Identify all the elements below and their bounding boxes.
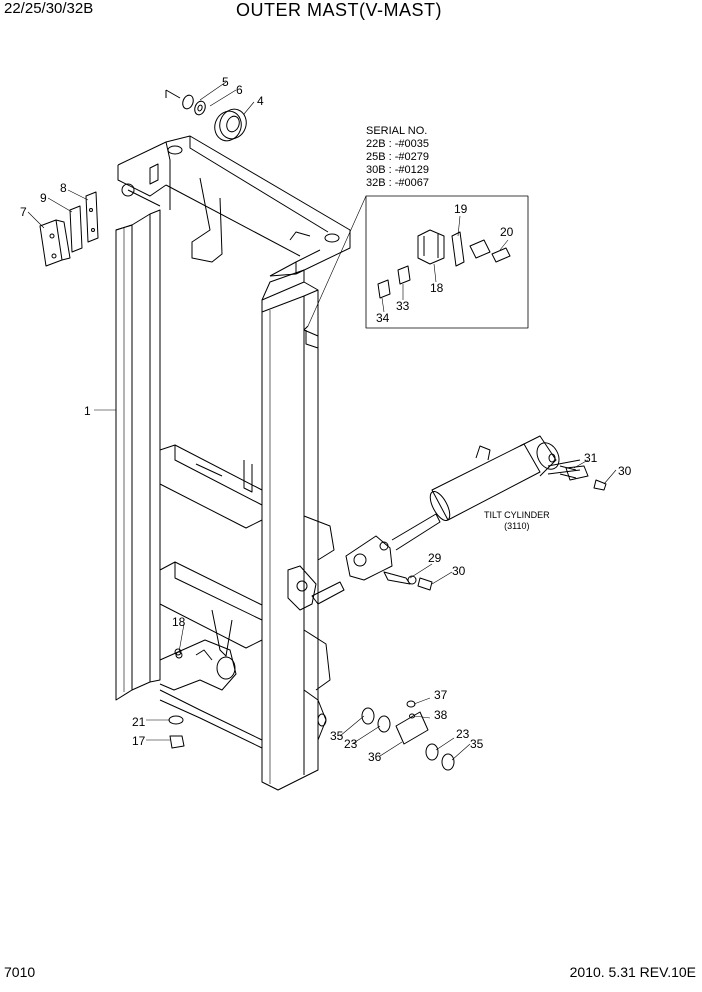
side-pad-assembly [39,191,99,267]
callout-1: 1 [84,404,91,418]
serial-line: 32B : -#0067 [366,177,429,189]
serial-number-note: SERIAL NO. 22B : -#0035 25B : -#0279 30B… [366,125,429,190]
callout-29: 29 [428,551,442,565]
callout-35: 35 [330,729,344,743]
callout-31: 31 [584,451,598,465]
mast-right-rail [261,269,319,791]
serial-line: 22B : -#0035 [366,138,429,150]
serial-detail-box [303,195,529,349]
tilt-cylinder [287,435,581,611]
callout-33: 33 [396,299,410,313]
callout-35: 35 [470,737,484,751]
tilt-cylinder-label: TILT CYLINDER [484,510,550,520]
callout-4: 4 [257,94,264,108]
model-code: 22/25/30/32B [4,0,94,17]
tilt-cylinder-caption: TILT CYLINDER (3110) [484,510,550,532]
callout-23: 23 [456,727,470,741]
serial-line: 30B : -#0129 [366,164,429,176]
callout-23: 23 [344,737,358,751]
page-title: OUTER MAST(V-MAST) [236,0,442,20]
callout-21: 21 [132,715,146,729]
callout-9: 9 [40,191,47,205]
mast-foot-bracket [159,648,263,749]
callout-19: 19 [454,202,468,216]
mast-upper-crossmember [117,135,351,277]
serial-heading: SERIAL NO. [366,125,428,137]
callout-36: 36 [368,750,382,764]
date-revision: 2010. 5.31 REV.10E [569,964,696,980]
callout-18: 18 [430,281,444,295]
callout-6: 6 [236,83,243,97]
callout-38: 38 [434,708,448,722]
hardware-items [168,465,607,771]
callout-30: 30 [618,464,632,478]
leader-lines [27,81,617,761]
callout-7: 7 [20,205,27,219]
bearing-assembly [165,89,247,142]
part-callouts: 1 4 5 6 7 8 9 17 18 18 19 20 21 23 23 29… [20,75,632,764]
callout-8: 8 [60,181,67,195]
mast-middle-crossmember [159,444,335,561]
mast-lower-crossmember [159,561,331,741]
callout-17: 17 [132,734,146,748]
page-number: 7010 [4,964,36,980]
callout-34: 34 [376,311,390,325]
callout-30: 30 [452,564,466,578]
callout-20: 20 [500,225,514,239]
callout-37: 37 [434,688,448,702]
mast-left-rail [115,209,161,701]
tilt-cylinder-ref: (3110) [504,521,530,531]
callout-18: 18 [172,615,186,629]
serial-line: 25B : -#0279 [366,151,429,163]
callout-5: 5 [222,75,229,89]
